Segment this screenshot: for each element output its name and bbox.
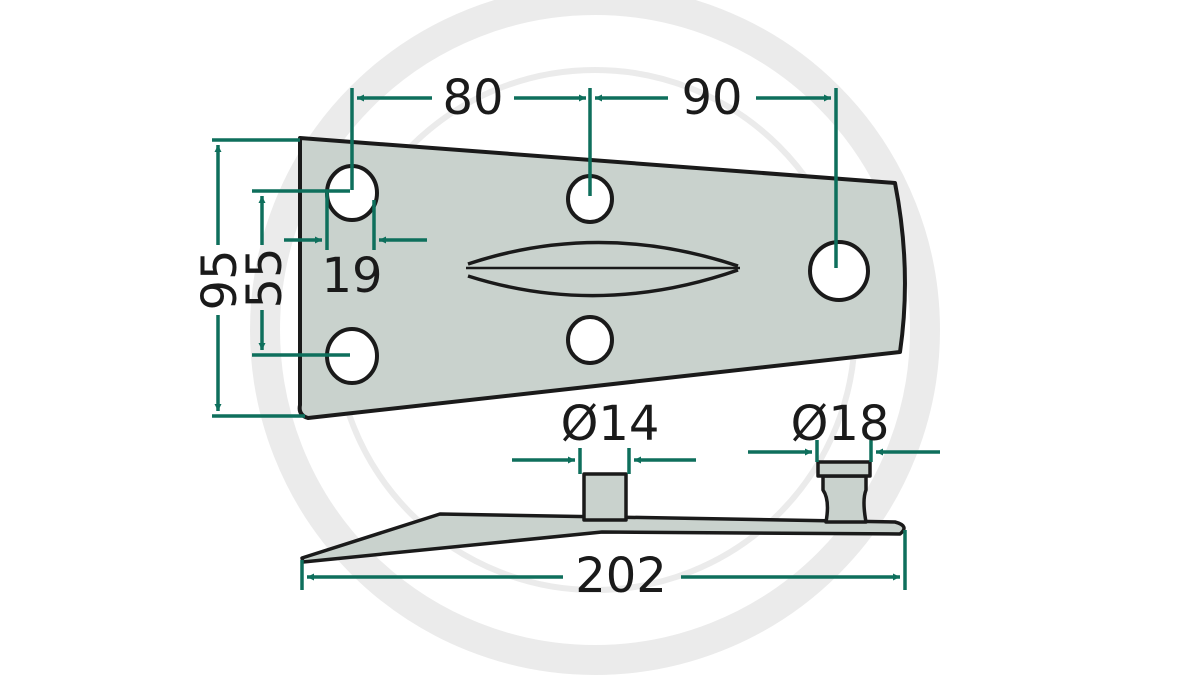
- side-bolt-14: [582, 472, 628, 522]
- dim-90-label: 90: [681, 70, 742, 126]
- dim-19-label: 19: [321, 248, 382, 304]
- side-view: [300, 460, 906, 564]
- dim-202-label: 202: [575, 548, 667, 604]
- dim-dia14-label: Ø14: [561, 396, 660, 452]
- plate-top-view: [297, 136, 907, 420]
- dimension-lines: [212, 88, 940, 590]
- center-embossing: [466, 240, 740, 298]
- side-blade: [300, 512, 906, 564]
- dim-80-label: 80: [442, 70, 503, 126]
- dim-55-label: 55: [237, 247, 293, 308]
- hole-right: [808, 240, 870, 302]
- side-bolt-18: [821, 474, 868, 524]
- dimension-labels: 80 90 95 55 19 Ø14 Ø18 202: [192, 70, 889, 604]
- plate-outline: [297, 136, 907, 420]
- hole-bottom-center: [566, 315, 614, 365]
- dim-95-label: 95: [192, 249, 248, 310]
- dim-dia18-label: Ø18: [791, 396, 890, 452]
